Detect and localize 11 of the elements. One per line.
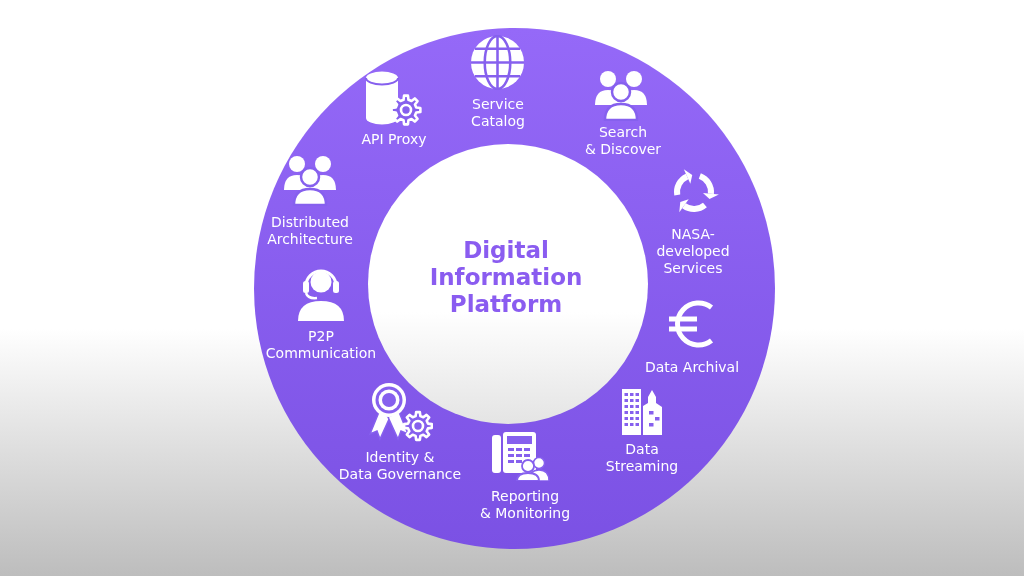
center-title: Digital Information Platform — [428, 236, 584, 318]
feature-label: API Proxy — [361, 131, 427, 148]
feature-label: NASA-developed Services — [655, 226, 731, 277]
feature-label: Identity & Data Governance — [338, 449, 462, 483]
feature-label: Service Catalog — [471, 96, 525, 130]
feature-label: Distributed Architecture — [267, 214, 353, 248]
feature-label: Data Streaming — [605, 441, 679, 475]
feature-label: P2P Communication — [265, 328, 377, 362]
feature-label: Reporting & Monitoring — [479, 488, 571, 522]
feature-label: Data Archival — [644, 359, 740, 376]
feature-label: Search & Discover — [584, 124, 662, 158]
